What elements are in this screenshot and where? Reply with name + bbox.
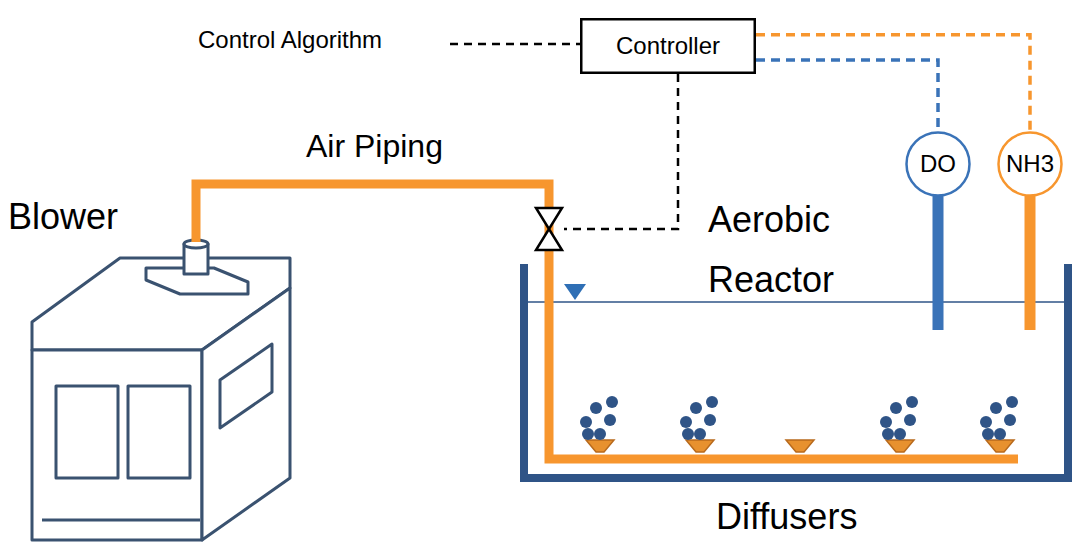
bubble	[682, 428, 694, 440]
reactor-label: Aerobic Reactor	[708, 190, 918, 310]
do-probe	[933, 196, 944, 330]
blower-icon	[32, 240, 290, 540]
water-level-symbol	[564, 284, 586, 300]
signal-line	[756, 35, 1030, 131]
node-text: DO	[920, 150, 956, 178]
nh3-probe	[1025, 196, 1036, 330]
diffuser-label: Diffusers	[716, 496, 857, 538]
bubble	[604, 414, 616, 426]
controller-box: Controller	[580, 18, 756, 74]
bubble	[982, 428, 994, 440]
bubble	[590, 402, 602, 414]
algorithm-link	[450, 43, 580, 46]
nh3-sensor: NH3	[997, 131, 1063, 197]
signal-line	[756, 60, 938, 131]
bubble	[994, 428, 1006, 440]
water-line	[528, 301, 1064, 303]
bubble	[706, 396, 718, 408]
node-text: Controller	[616, 32, 720, 60]
bubble	[880, 416, 892, 428]
bubble	[582, 428, 594, 440]
bubble	[690, 402, 702, 414]
bubble	[906, 396, 918, 408]
bubble	[990, 402, 1002, 414]
bubble	[680, 416, 692, 428]
bubble	[580, 416, 592, 428]
valve-control-line	[564, 74, 678, 229]
pipe-label: Air Piping	[306, 128, 443, 165]
bubble	[890, 402, 902, 414]
bubble	[882, 428, 894, 440]
do-sensor: DO	[905, 131, 971, 197]
bubble	[704, 414, 716, 426]
bubble	[894, 428, 906, 440]
bubble	[1004, 414, 1016, 426]
node-text: NH3	[1006, 150, 1054, 178]
algorithm-label: Control Algorithm	[198, 26, 382, 54]
bubble	[694, 428, 706, 440]
bubble	[606, 396, 618, 408]
bubble	[594, 428, 606, 440]
valve-symbol	[536, 208, 562, 250]
bubble	[1006, 396, 1018, 408]
air-pipe	[196, 184, 1018, 459]
bubble	[904, 414, 916, 426]
diffusers	[580, 396, 1018, 452]
bubble	[980, 416, 992, 428]
blower-label: Blower	[8, 196, 118, 238]
